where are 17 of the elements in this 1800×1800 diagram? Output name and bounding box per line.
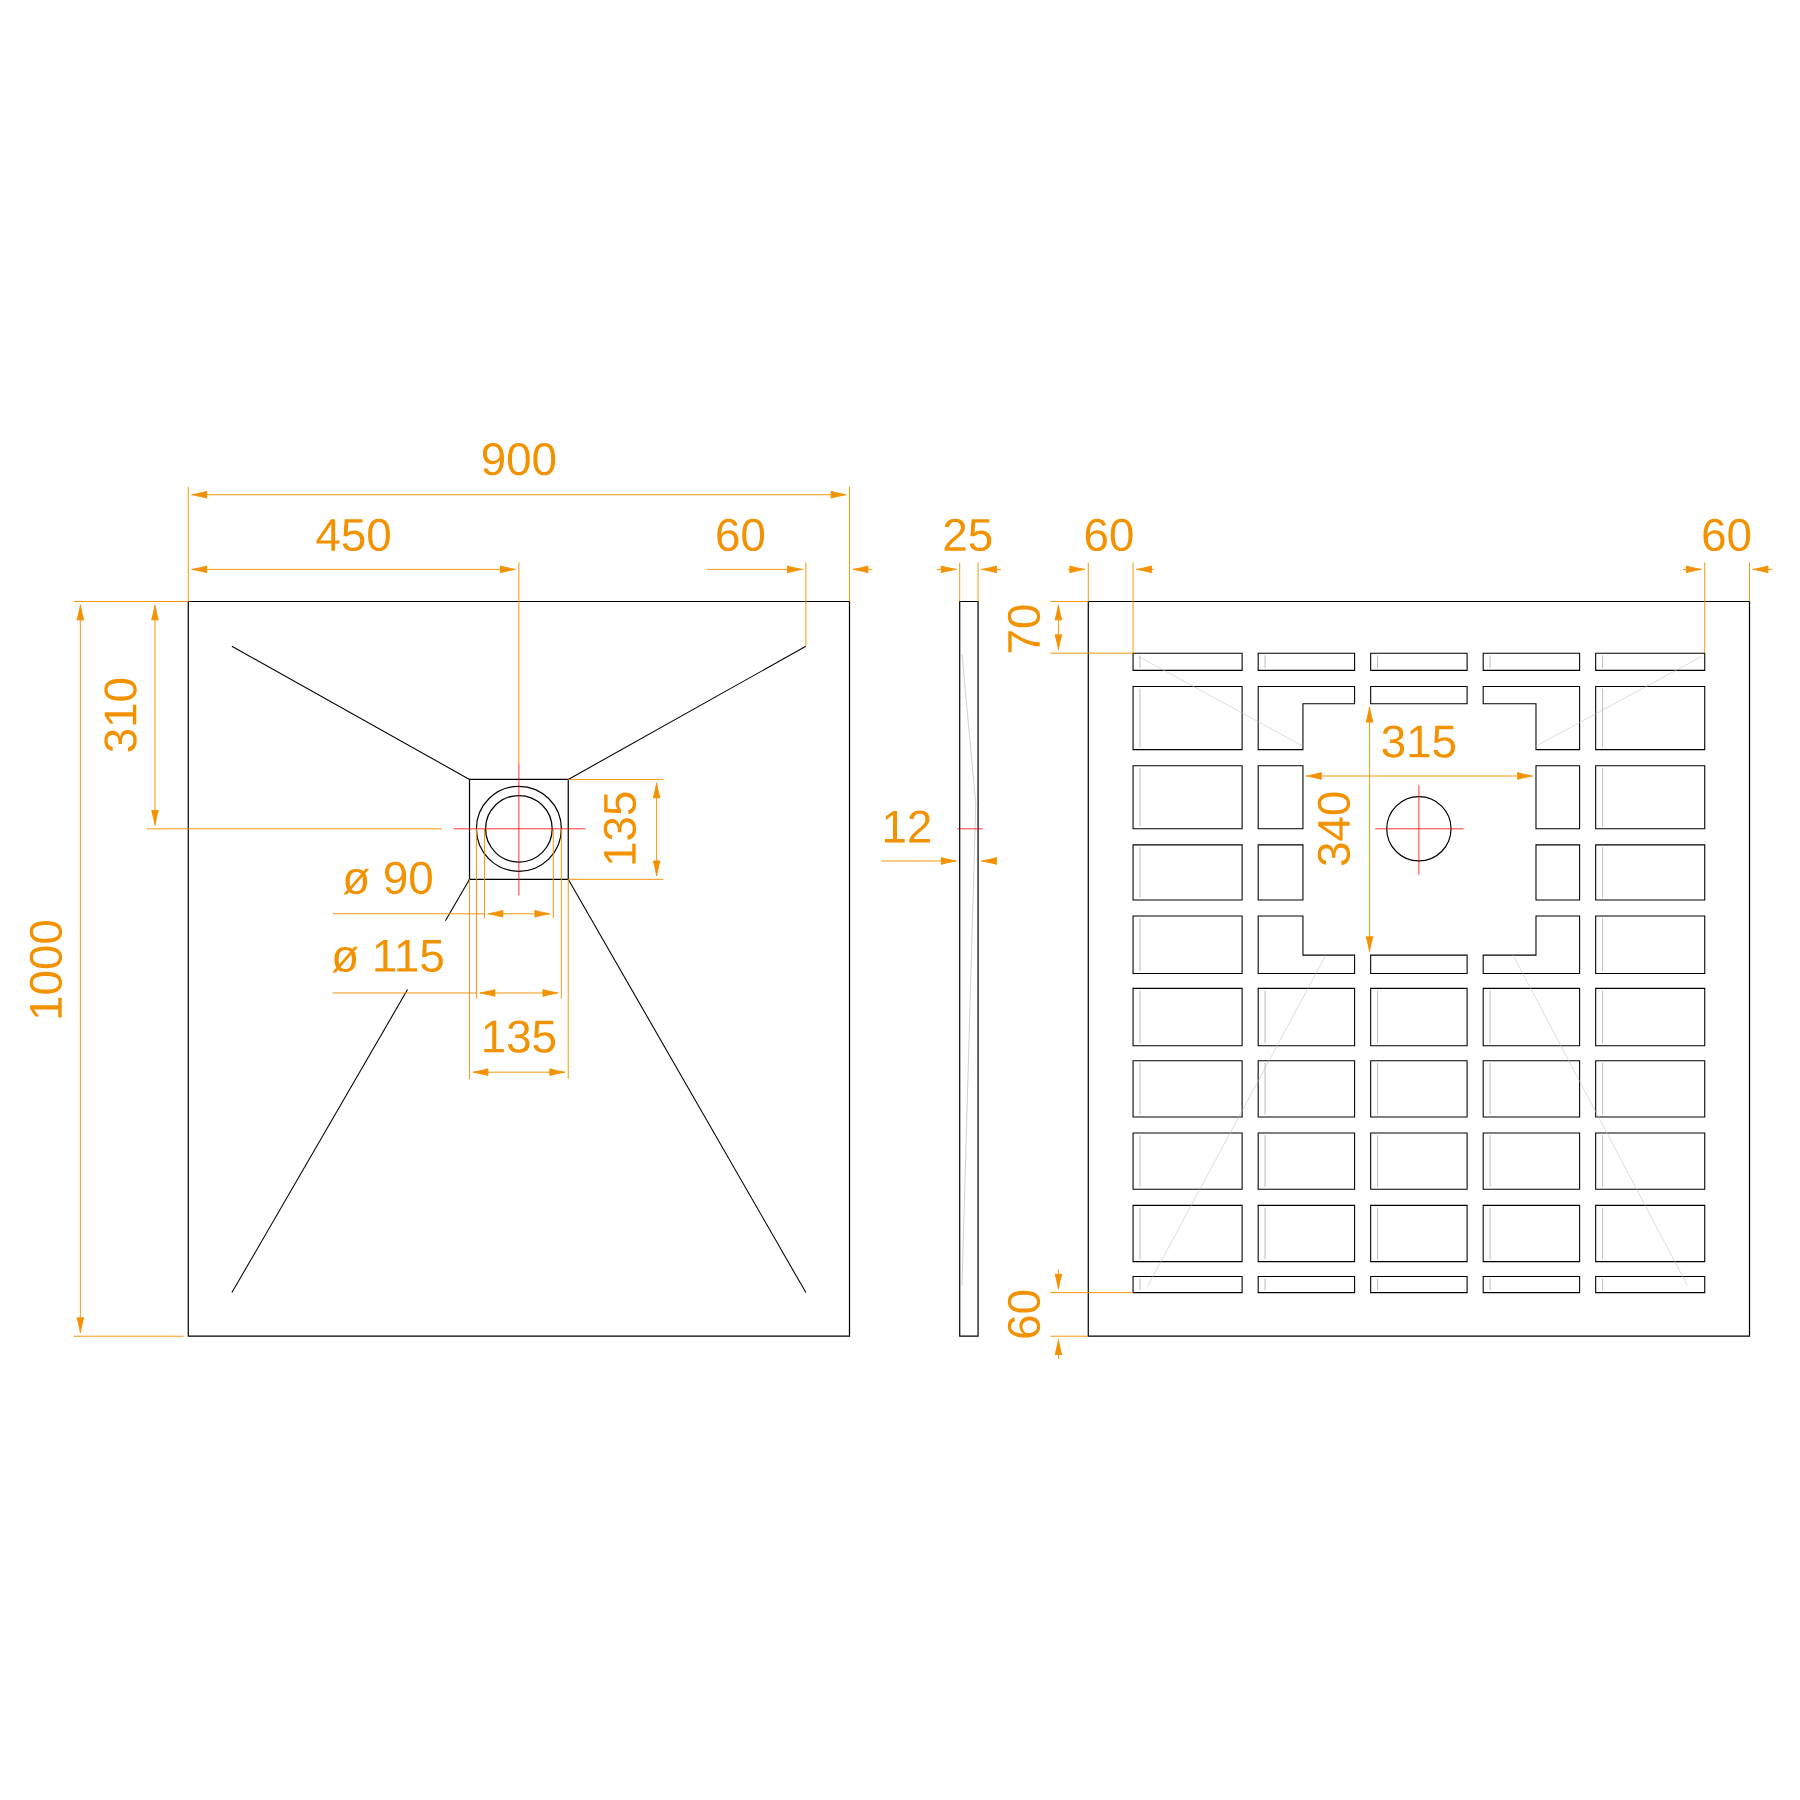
dimension-label: 450 bbox=[316, 518, 390, 552]
dimension-label: 340 bbox=[1317, 792, 1351, 866]
dimension-label: 70 bbox=[1007, 605, 1041, 653]
dimension-label: 310 bbox=[104, 678, 137, 752]
dimension-label: 135 bbox=[484, 1020, 556, 1053]
dimension-label: 60 bbox=[1085, 518, 1133, 552]
dimension-label: 60 bbox=[717, 518, 765, 552]
dimension-label: 60 bbox=[1007, 1290, 1041, 1338]
dimension-label: ø 90 bbox=[343, 861, 432, 895]
dimension-label: ø 115 bbox=[332, 940, 443, 973]
dimension-label: 1000 bbox=[29, 920, 63, 1018]
dimension-label: 135 bbox=[603, 792, 637, 864]
dimension-label: 60 bbox=[1703, 518, 1751, 552]
dimension-label: 12 bbox=[884, 810, 931, 843]
dimension-label: 25 bbox=[944, 518, 992, 552]
dimension-label: 315 bbox=[1382, 725, 1456, 758]
dimension-label: 900 bbox=[482, 443, 556, 476]
